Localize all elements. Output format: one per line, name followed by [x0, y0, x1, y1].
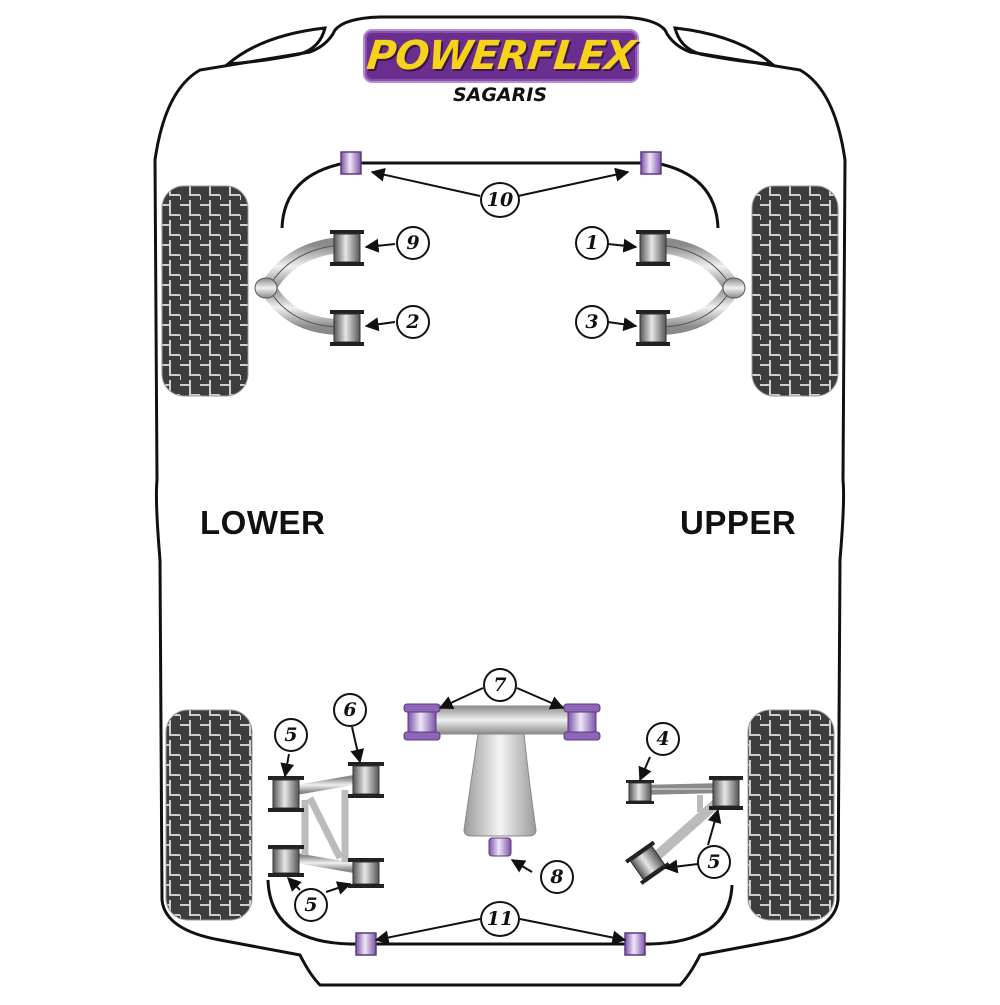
bush-7-left	[403, 703, 441, 741]
callout-5-rear-left-top: 5	[274, 718, 308, 752]
bush-4	[626, 780, 654, 804]
callout-8: 8	[540, 860, 574, 894]
callout-3: 3	[575, 305, 609, 339]
bush-2	[330, 310, 364, 346]
bush-3	[636, 310, 670, 346]
bush-11-right	[624, 932, 646, 956]
callout-4: 4	[646, 722, 680, 756]
powerflex-logo: POWERFLEX	[363, 29, 639, 83]
tyre-front-left	[161, 185, 249, 397]
rear-arrows	[280, 687, 722, 945]
bush-5-rr-bottom	[625, 840, 671, 885]
label-lower: LOWER	[200, 504, 326, 541]
front-right-wishbone	[636, 230, 746, 346]
callout-2: 2	[396, 305, 430, 339]
callout-11: 11	[480, 901, 520, 937]
callout-1: 1	[575, 226, 609, 260]
callout-5-rear-left-bottom: 5	[294, 888, 328, 922]
callout-6: 6	[333, 693, 367, 727]
car-body-outline	[153, 15, 847, 987]
callout-9: 9	[396, 226, 430, 260]
tyre-rear-left	[165, 709, 253, 921]
callout-10: 10	[480, 182, 520, 218]
bush-10-right	[640, 151, 662, 175]
front-anti-roll-bar	[280, 151, 720, 229]
bush-5-rl-bottom-left	[268, 845, 304, 877]
callout-5-rear-right: 5	[697, 845, 731, 879]
bush-5-rl-bottom-right	[348, 858, 384, 888]
callout-7: 7	[483, 668, 517, 702]
bush-5-rr-top	[709, 776, 743, 810]
rear-right-links	[625, 776, 743, 885]
tyres	[161, 185, 839, 921]
bush-7-right	[563, 703, 601, 741]
bush-5-rl-top	[268, 776, 304, 812]
tyre-front-right	[751, 185, 839, 397]
rear-anti-roll-bar	[266, 879, 734, 956]
bush-6	[348, 762, 384, 798]
brand-name: POWERFLEX	[364, 33, 638, 79]
bush-11-left	[355, 932, 377, 956]
bush-1	[636, 230, 670, 266]
bush-9	[330, 230, 364, 266]
bush-8	[488, 837, 512, 857]
front-arrows	[364, 167, 638, 332]
front-left-wishbone	[254, 230, 364, 346]
tyre-rear-right	[747, 709, 835, 921]
differential-mount	[403, 703, 601, 857]
rear-left-links	[268, 762, 384, 888]
label-upper: UPPER	[680, 504, 797, 541]
bush-10-left	[340, 151, 362, 175]
model-name: SAGARIS	[452, 84, 548, 106]
